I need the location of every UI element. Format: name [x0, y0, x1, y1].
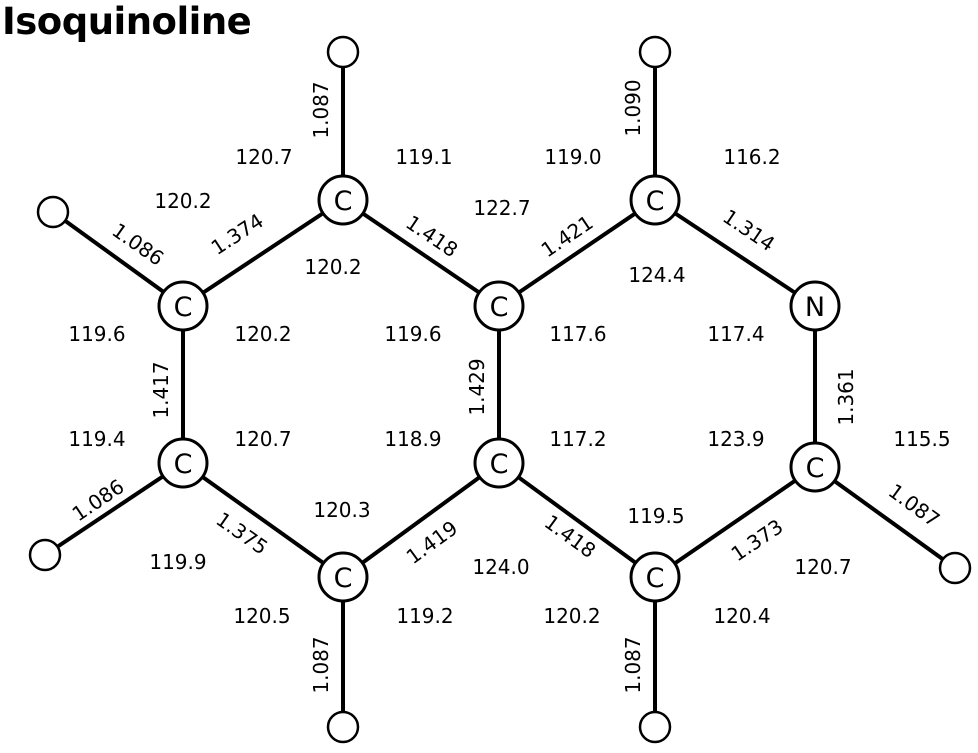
atom-symbol: C: [490, 292, 509, 323]
bond-angle-label: 120.2: [304, 255, 361, 279]
bond-angle-label: 117.6: [549, 322, 606, 346]
bond-angle-label: 119.4: [68, 427, 125, 451]
bond-angle-label: 120.3: [313, 498, 370, 522]
atom-symbol: C: [646, 563, 665, 594]
bond-c3-h: [43, 461, 185, 557]
bond-c4-n10: [653, 198, 817, 308]
bond-angle-label: 120.2: [543, 604, 600, 628]
atom-symbol: C: [646, 186, 665, 217]
bond-c1-c9: [341, 198, 501, 308]
bond-length-label: 1.421: [537, 210, 598, 262]
bond-c7-c8: [653, 465, 817, 579]
bond-length-label: 1.419: [402, 516, 462, 569]
bond-c8-h: [813, 465, 957, 570]
bond-angle-label: 120.2: [234, 322, 291, 346]
bond-length-label: 1.374: [207, 208, 268, 259]
bond-c5-c6: [341, 461, 501, 579]
atom-c9: [473, 280, 525, 332]
bond-angle-label: 120.7: [794, 555, 851, 579]
diagram-title: Isoquinoline: [2, 0, 252, 43]
atom-n10: [789, 280, 841, 332]
hydrogen-atom: [36, 195, 70, 229]
atom-c1: [317, 174, 369, 226]
atom-symbol: C: [490, 449, 509, 480]
bond-angle-label: 119.0: [544, 145, 601, 169]
bond-length-label: 1.087: [309, 636, 333, 693]
bond-c3-c5: [181, 461, 345, 579]
bond-angle-label: 120.7: [235, 145, 292, 169]
hydrogen-atom: [938, 551, 972, 585]
bond-angle-label: 119.2: [396, 604, 453, 628]
bond-angle-label: 120.4: [713, 604, 770, 628]
hydrogen-atom: [326, 710, 360, 744]
bond-length-label: 1.418: [540, 510, 600, 563]
bond-angle-label: 119.5: [627, 504, 684, 528]
bond-length-label: 1.086: [108, 218, 169, 271]
atom-symbol: C: [174, 292, 193, 323]
atom-symbol: C: [334, 563, 353, 594]
bond-angle-label: 120.2: [154, 189, 211, 213]
atom-symbol: C: [174, 449, 193, 480]
bond-angle-label: 119.6: [68, 322, 125, 346]
bond-angle-label: 119.9: [149, 550, 206, 574]
bond-c9-c4: [497, 198, 657, 308]
bond-angle-label: 124.0: [472, 555, 529, 579]
bond-angle-label: 119.1: [395, 145, 452, 169]
bond-length-label: 1.087: [621, 636, 645, 693]
bond-angle-label: 117.4: [707, 322, 764, 346]
bond-c2-c1: [181, 198, 345, 308]
bond-length-label: 1.429: [465, 358, 489, 415]
atom-symbol: C: [806, 453, 825, 484]
bond-length-label: 1.418: [401, 210, 462, 262]
bond-c6-c7: [497, 461, 657, 579]
atom-c6: [473, 437, 525, 489]
atom-symbol: C: [334, 186, 353, 217]
bond-angle-label: 124.4: [628, 263, 685, 287]
bond-length-label: 1.375: [212, 507, 273, 560]
hydrogen-atom: [638, 710, 672, 744]
bond-length-label: 1.417: [149, 361, 173, 418]
hydrogen-atom: [28, 538, 62, 572]
hydrogen-atom: [326, 35, 360, 69]
atom-c4: [629, 174, 681, 226]
atom-symbol: N: [805, 292, 825, 323]
bond-angle-label: 117.2: [549, 427, 606, 451]
bond-angle-label: 122.7: [473, 196, 530, 220]
bond-angle-label: 116.2: [723, 145, 780, 169]
bond-c2-h: [51, 210, 185, 308]
bond-angle-label: 120.5: [233, 604, 290, 628]
bond-angle-label: 115.5: [893, 427, 950, 451]
bond-angle-label: 119.6: [384, 322, 441, 346]
bond-angle-label: 118.9: [384, 427, 441, 451]
bond-length-label: 1.361: [834, 368, 858, 425]
atom-c3: [157, 437, 209, 489]
bond-angle-label: 120.7: [234, 427, 291, 451]
atom-c7: [629, 551, 681, 603]
atom-c8: [789, 441, 841, 493]
atom-c2: [157, 280, 209, 332]
bond-length-label: 1.087: [309, 81, 333, 138]
bond-length-label: 1.090: [621, 79, 645, 136]
bond-angle-label: 123.9: [707, 427, 764, 451]
hydrogen-atom: [638, 35, 672, 69]
atom-c5: [317, 551, 369, 603]
